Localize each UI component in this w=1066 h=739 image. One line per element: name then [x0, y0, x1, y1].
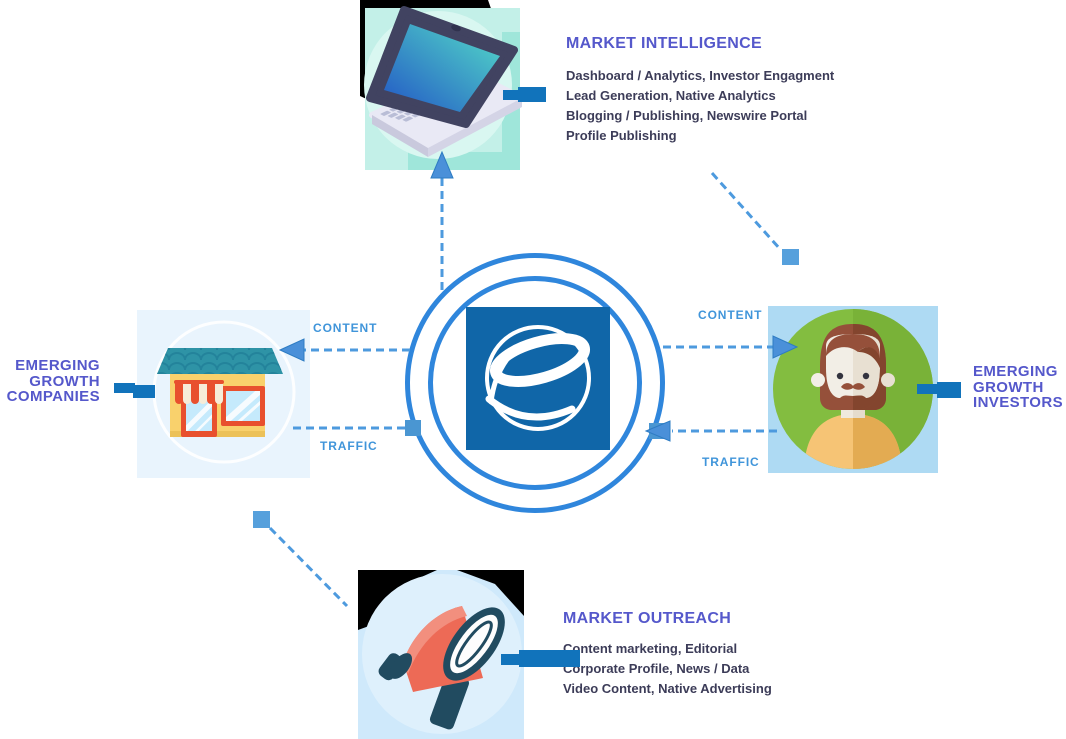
market-outreach-description: Content marketing, Editorial Corporate P…	[563, 639, 772, 699]
logo-globe-icon	[466, 307, 610, 450]
market-outreach-node	[358, 570, 524, 739]
companies-label-line1: EMERGING	[15, 357, 100, 374]
right-traffic-label: TRAFFIC	[702, 455, 760, 469]
outreach-diagonal-dashed-line	[268, 526, 349, 608]
market-outreach-title: MARKET OUTREACH	[563, 610, 732, 627]
diagonal-node-square-bottom-left	[253, 511, 270, 528]
outreach-line: Content marketing, Editorial	[563, 641, 738, 656]
diagonal-node-square-top-right	[782, 249, 799, 265]
megaphone-shadow-left	[358, 570, 437, 630]
storefront-icon	[157, 348, 283, 437]
investors-label-line1: EMERGING	[973, 363, 1058, 380]
megaphone-shadow-right	[457, 570, 524, 616]
intelligence-line: Profile Publishing	[566, 128, 677, 143]
megaphone-icon	[378, 606, 505, 730]
intelligence-diagonal-dashed-line	[710, 171, 782, 251]
outreach-line: Video Content, Native Advertising	[563, 681, 772, 696]
left-traffic-label: TRAFFIC	[320, 439, 378, 453]
companies-label-line3: COMPANIES	[6, 388, 100, 405]
person-icon	[804, 324, 902, 469]
left-content-label: CONTENT	[313, 321, 378, 335]
awning-shape	[174, 380, 224, 404]
companies-label-line2: GROWTH	[29, 372, 100, 390]
outreach-line: Corporate Profile, News / Data	[563, 661, 750, 676]
right-content-label: CONTENT	[698, 308, 763, 322]
investors-label-line3: INVESTORS	[973, 394, 1064, 411]
market-intelligence-node	[360, 0, 525, 170]
investors-label-line2: GROWTH	[973, 378, 1044, 396]
hub-inner-ring	[428, 276, 642, 490]
hub-outer-ring	[405, 253, 665, 513]
intelligence-line: Lead Generation, Native Analytics	[566, 88, 776, 103]
investors-label: EMERGING GROWTH INVESTORS	[973, 364, 1063, 411]
companies-label: EMERGING GROWTH COMPANIES	[0, 358, 100, 405]
market-intelligence-description: Dashboard / Analytics, Investor Engagmen…	[566, 66, 834, 146]
intelligence-line: Dashboard / Analytics, Investor Engagmen…	[566, 68, 835, 83]
investors-node	[768, 306, 938, 473]
companies-node	[137, 310, 310, 478]
laptop-icon	[366, 6, 525, 157]
intelligence-line: Blogging / Publishing, Newswire Portal	[566, 108, 808, 123]
market-intelligence-title: MARKET INTELLIGENCE	[566, 35, 762, 52]
